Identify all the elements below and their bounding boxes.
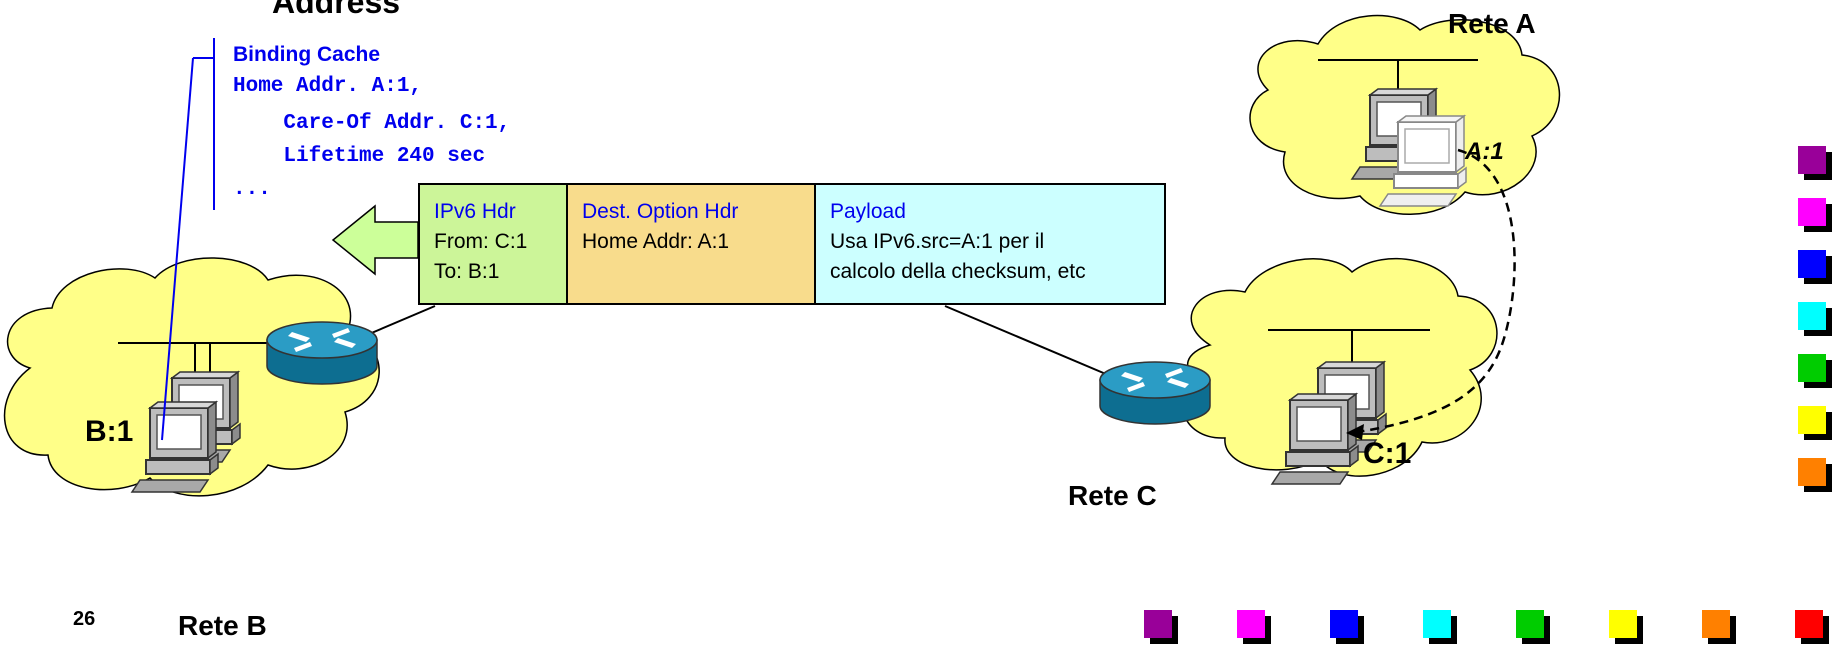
binding-cache-line-3: Lifetime 240 sec xyxy=(233,145,486,168)
payload-label: Payload xyxy=(830,200,906,223)
packet-direction-arrow xyxy=(331,204,419,276)
ipv6-from: From: C:1 xyxy=(434,230,528,253)
legend-square-row-5 xyxy=(1609,610,1637,638)
payload-line-2: calcolo della checksum, etc xyxy=(830,260,1086,283)
packet-dest-option-header: Dest. Option Hdr Home Addr: A:1 xyxy=(566,183,816,305)
legend-square-col-5 xyxy=(1798,406,1826,434)
mobility-arrowhead-icon xyxy=(1346,424,1364,440)
slide-number: 26 xyxy=(73,608,96,630)
mobility-dashed-arrow xyxy=(1357,148,1516,434)
legend-square-row-6 xyxy=(1702,610,1730,638)
legend-square-row-3 xyxy=(1423,610,1451,638)
ipv6-header-label: IPv6 Hdr xyxy=(434,200,516,223)
legend-square-col-4 xyxy=(1798,354,1826,382)
binding-cache-line-2: Care-Of Addr. C:1, xyxy=(233,112,511,135)
host-label-b1: B:1 xyxy=(85,415,134,448)
legend-square-row-2 xyxy=(1330,610,1358,638)
legend-square-row-1 xyxy=(1237,610,1265,638)
link-line-c xyxy=(944,305,1121,381)
binding-cache-pointer-line xyxy=(161,57,194,441)
binding-cache-title: Binding Cache xyxy=(233,43,381,66)
legend-square-row-0 xyxy=(1144,610,1172,638)
binding-cache-line-4: ... xyxy=(233,178,271,201)
legend-square-col-3 xyxy=(1798,302,1826,330)
legend-square-col-6 xyxy=(1798,458,1826,486)
network-label-rete-c: Rete C xyxy=(1068,480,1157,511)
binding-cache-line-1: Home Addr. A:1, xyxy=(233,75,423,98)
slide-title-fragment: Address xyxy=(272,0,401,20)
dest-option-header-label: Dest. Option Hdr xyxy=(582,200,739,223)
legend-square-col-1 xyxy=(1798,198,1826,226)
legend-square-row-4 xyxy=(1516,610,1544,638)
ipv6-to: To: B:1 xyxy=(434,260,500,283)
network-label-rete-b: Rete B xyxy=(178,610,267,641)
host-label-c1: C:1 xyxy=(1363,437,1412,470)
host-label-a1: A:1 xyxy=(1465,138,1504,165)
legend-square-col-2 xyxy=(1798,250,1826,278)
router-c-icon xyxy=(1099,361,1211,425)
packet-payload: Payload Usa IPv6.src=A:1 per il calcolo … xyxy=(814,183,1166,305)
packet-ipv6-header: IPv6 Hdr From: C:1 To: B:1 xyxy=(418,183,568,305)
legend-square-row-7 xyxy=(1795,610,1823,638)
legend-square-col-0 xyxy=(1798,146,1826,174)
router-b-icon xyxy=(266,321,378,385)
payload-line-1: Usa IPv6.src=A:1 per il xyxy=(830,230,1045,253)
dest-option-home-addr: Home Addr: A:1 xyxy=(582,230,730,253)
network-label-rete-a: Rete A xyxy=(1448,8,1536,39)
